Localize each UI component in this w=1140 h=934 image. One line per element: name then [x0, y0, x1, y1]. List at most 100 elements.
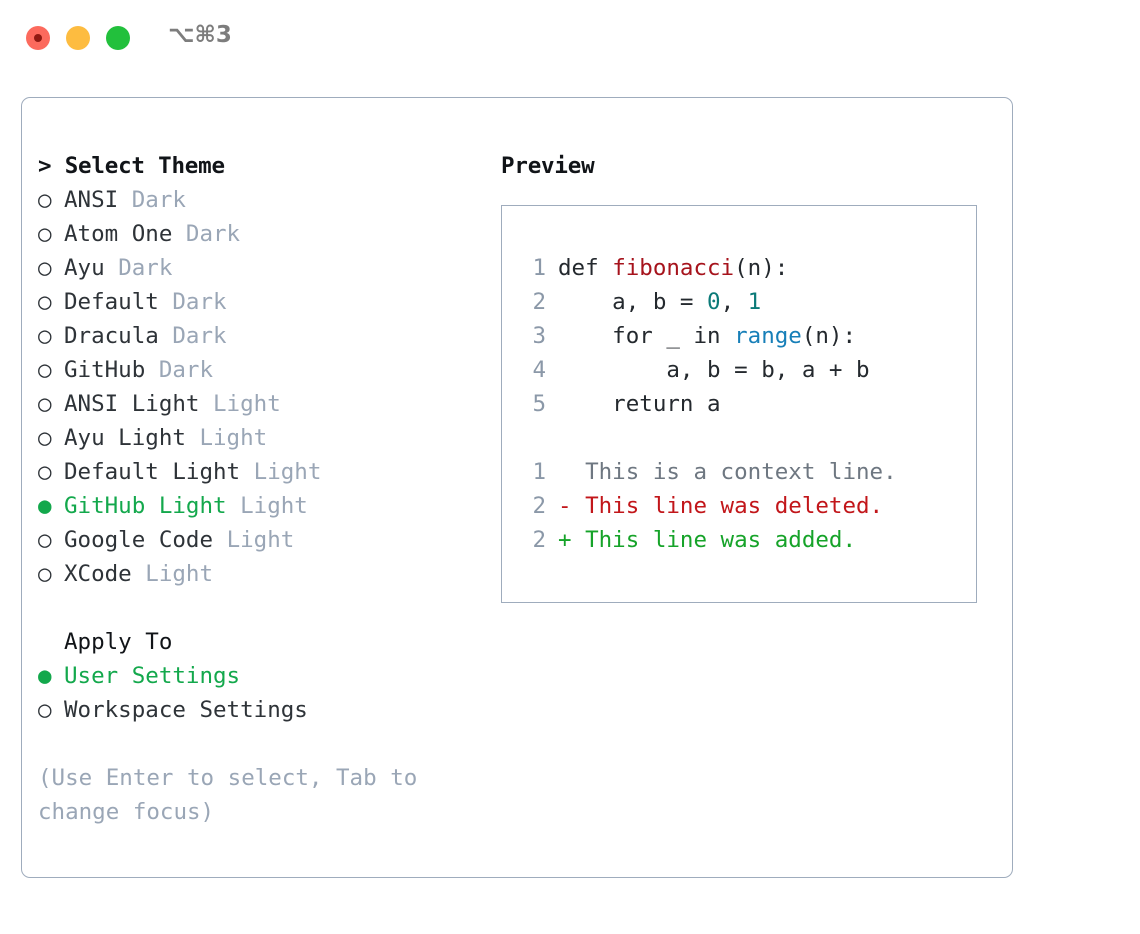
code-token: ,	[720, 289, 748, 315]
line-number: 4	[532, 357, 546, 383]
code-token: (n):	[801, 323, 857, 349]
title-bar: ⌥⌘3	[0, 0, 1140, 78]
theme-variant-tag: Dark	[131, 187, 186, 213]
apply-to-label: Workspace Settings	[64, 697, 308, 723]
theme-variant-tag: Light	[213, 391, 281, 417]
theme-name-label: Default	[64, 289, 159, 315]
radio-unselected-icon[interactable]: ○	[38, 561, 52, 587]
theme-variant-tag: Light	[240, 493, 308, 519]
keyboard-shortcut-label: ⌥⌘3	[168, 22, 232, 48]
theme-name-label: ANSI Light	[64, 391, 200, 417]
code-line: 1 def fibonacci(n):	[516, 251, 966, 285]
code-line: 5 return a	[516, 387, 966, 421]
theme-list-item[interactable]: ○Atom One Dark	[38, 217, 478, 251]
theme-name-label: Default Light	[64, 459, 241, 485]
theme-list-item[interactable]: ●GitHub Light Light	[38, 489, 478, 523]
preview-heading: Preview	[501, 153, 595, 179]
close-icon	[34, 34, 42, 42]
line-number: 5	[532, 391, 546, 417]
radio-unselected-icon[interactable]: ○	[38, 221, 52, 247]
diff-line-text: - This line was deleted.	[558, 493, 884, 519]
code-line: 2 a, b = 0, 1	[516, 285, 966, 319]
code-line: 3 for _ in range(n):	[516, 319, 966, 353]
radio-unselected-icon[interactable]: ○	[38, 255, 52, 281]
theme-list: ○ ANSI Dark ○ Atom One Dark ○ Ayu Dark ○ Defaul…	[38, 183, 478, 591]
keyboard-hint-text: (Use Enter to select, Tab to change focu…	[38, 765, 418, 825]
apply-to-list: ● User Settings ○ Workspace Settings	[38, 659, 478, 727]
radio-selected-icon[interactable]: ●	[38, 493, 52, 519]
content-panel: > Select Theme ○ANSI Dark○Atom One Dark○…	[21, 97, 1013, 878]
theme-variant-tag: Dark	[172, 289, 227, 315]
theme-name-label: Dracula	[64, 323, 159, 349]
section-spacer	[38, 591, 478, 625]
code-token: return a	[558, 391, 721, 417]
code-token: fibonacci	[612, 255, 735, 281]
theme-variant-tag: Light	[145, 561, 214, 587]
radio-unselected-icon[interactable]: ○	[38, 459, 52, 485]
maximize-window-button[interactable]	[106, 26, 130, 50]
theme-list-item[interactable]: ○ Google Code Light	[38, 523, 478, 557]
code-token: range	[734, 323, 802, 349]
theme-name-label: XCode	[64, 561, 132, 587]
radio-unselected-icon[interactable]: ○	[38, 527, 52, 553]
diff-line-text: This is a context line.	[558, 459, 897, 485]
radio-unselected-icon[interactable]: ○	[38, 187, 52, 213]
radio-unselected-icon[interactable]: ○	[38, 391, 52, 417]
line-number: 3	[532, 323, 546, 349]
code-token: for _ in	[558, 323, 735, 349]
apply-to-item[interactable]: ○ Workspace Settings	[38, 693, 478, 727]
line-number: 1	[532, 459, 546, 485]
code-line: 4 a, b = b, a + b	[516, 353, 966, 387]
apply-to-label: User Settings	[64, 663, 241, 689]
radio-unselected-icon[interactable]: ○	[38, 289, 52, 315]
theme-name-label: Ayu Light	[64, 425, 186, 451]
theme-name-label: Google Code	[64, 527, 214, 553]
line-number: 2	[532, 493, 546, 519]
line-number: 1	[532, 255, 546, 281]
theme-list-item[interactable]: ○ XCode Light	[38, 557, 478, 591]
theme-list-item[interactable]: ○ ANSI Light Light	[38, 387, 478, 421]
theme-variant-tag: Dark	[172, 323, 227, 349]
diff-lines: 1 This is a context line. 2 - This line wa…	[516, 455, 966, 557]
radio-unselected-icon[interactable]: ○	[38, 697, 52, 723]
theme-variant-tag: Dark	[158, 357, 214, 383]
theme-list-item[interactable]: ○ Default Dark	[38, 285, 478, 319]
code-token: def	[558, 255, 613, 281]
theme-name-label: ANSI	[64, 187, 119, 213]
theme-list-item[interactable]: ○GitHub Dark	[38, 353, 478, 387]
radio-selected-icon[interactable]: ●	[38, 663, 52, 689]
code-token: 0	[707, 289, 721, 315]
code-token: (n):	[734, 255, 789, 281]
theme-variant-tag: Light	[199, 425, 268, 451]
theme-list-item[interactable]: ○ Default Light Light	[38, 455, 478, 489]
theme-variant-tag: Light	[226, 527, 295, 553]
line-number: 2	[532, 289, 546, 315]
radio-unselected-icon[interactable]: ○	[38, 425, 52, 451]
theme-name-label: Ayu	[64, 255, 105, 281]
theme-list-item[interactable]: ○ Ayu Dark	[38, 251, 478, 285]
diff-line-text: + This line was added.	[558, 527, 857, 553]
line-number: 2	[532, 527, 546, 553]
code-diff-gap	[516, 421, 966, 455]
diff-line: 2 + This line was added.	[516, 523, 966, 557]
radio-unselected-icon[interactable]: ○	[38, 323, 52, 349]
theme-selection-column: > Select Theme ○ANSI Dark○Atom One Dark○…	[38, 149, 478, 829]
apply-to-heading: Apply To	[64, 629, 173, 655]
code-token: a, b =	[558, 289, 708, 315]
apply-to-item[interactable]: ● User Settings	[38, 659, 478, 693]
theme-list-item[interactable]: ○ ANSI Dark	[38, 183, 478, 217]
select-theme-heading: > Select Theme	[38, 153, 225, 179]
theme-variant-tag: Dark	[118, 255, 173, 281]
theme-name-label: Atom One	[64, 221, 173, 247]
theme-list-item[interactable]: ○ Dracula Dark	[38, 319, 478, 353]
minimize-window-button[interactable]	[66, 26, 90, 50]
code-token: 1	[747, 289, 762, 315]
radio-unselected-icon[interactable]: ○	[38, 357, 52, 383]
theme-variant-tag: Light	[253, 459, 322, 485]
theme-list-item[interactable]: ○ Ayu Light Light	[38, 421, 478, 455]
